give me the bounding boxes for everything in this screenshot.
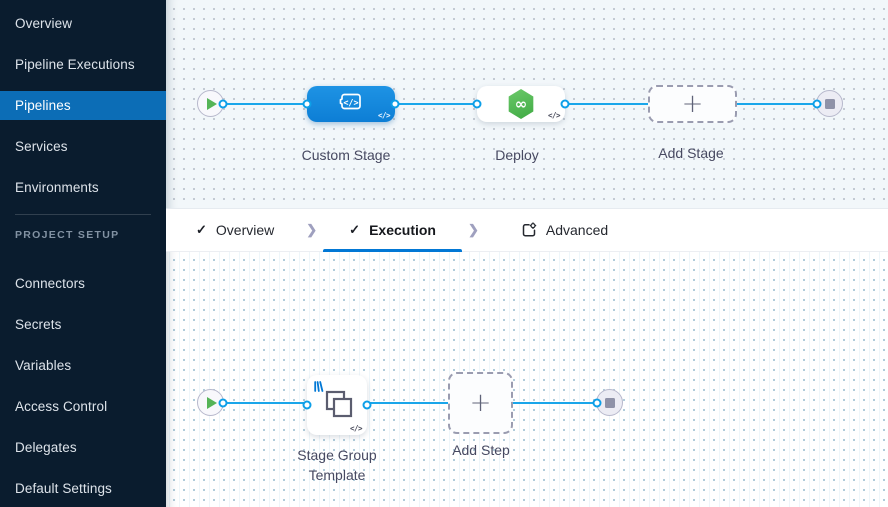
step-node-stage-group-template[interactable]: </>: [302, 375, 372, 435]
stop-icon: [824, 98, 835, 109]
cd-hexagon-icon: ∞: [508, 89, 534, 119]
sidebar: Overview Pipeline Executions Pipelines S…: [0, 0, 166, 507]
connector-port[interactable]: [302, 400, 312, 410]
tab-overview[interactable]: ✓ Overview: [170, 209, 300, 251]
sidebar-item-variables[interactable]: Variables: [15, 358, 72, 373]
stage-config-tabbar: ✓ Overview ❯ ✓ Execution ❯ Advanced: [166, 208, 888, 252]
sidebar-item-secrets[interactable]: Secrets: [15, 317, 62, 332]
sidebar-item-default-settings[interactable]: Default Settings: [15, 481, 112, 496]
sidebar-item-environments[interactable]: Environments: [15, 180, 99, 195]
connector-port[interactable]: [812, 99, 822, 108]
play-icon: [207, 97, 217, 110]
connector-port[interactable]: [592, 398, 602, 407]
sidebar-item-pipelines[interactable]: Pipelines: [0, 91, 166, 120]
play-icon: [207, 396, 217, 409]
plus-icon: +: [469, 388, 492, 418]
pipeline-start-node: [197, 90, 228, 117]
advanced-settings-icon: [521, 222, 537, 238]
sidebar-item-services[interactable]: Services: [15, 139, 68, 154]
connector-port[interactable]: [472, 99, 482, 109]
stage-label-add-stage[interactable]: Add Stage: [658, 145, 724, 161]
code-view-badge[interactable]: </>: [349, 424, 363, 433]
chevron-right-icon: ❯: [467, 222, 479, 237]
template-badge-icon: [313, 379, 326, 397]
connector-port[interactable]: [302, 99, 312, 109]
stage-node-custom-stage[interactable]: </> </>: [302, 86, 400, 122]
code-view-badge[interactable]: </>: [547, 111, 561, 120]
step-label-add-step[interactable]: Add Step: [452, 442, 510, 458]
stage-graph-canvas[interactable]: </> </> ∞ </> + Custom Stage Deploy: [166, 0, 888, 208]
execution-step-canvas[interactable]: </> + Stage Group Template Add Step: [166, 252, 888, 507]
add-stage-button[interactable]: +: [648, 85, 737, 123]
stage-group-icon: [319, 385, 355, 426]
stage-label-custom-stage[interactable]: Custom Stage: [301, 147, 391, 163]
step-connector-line: [211, 402, 610, 404]
sidebar-item-pipeline-executions[interactable]: Pipeline Executions: [15, 57, 135, 72]
step-label-stage-group-template[interactable]: Stage Group Template: [297, 447, 377, 483]
connector-port[interactable]: [362, 400, 372, 410]
tab-execution[interactable]: ✓ Execution: [323, 209, 462, 252]
pipeline-end-node: [812, 90, 843, 117]
tab-overview-label: Overview: [215, 222, 275, 238]
check-icon: ✓: [196, 222, 207, 237]
infinity-glyph: ∞: [514, 95, 528, 113]
check-icon: ✓: [349, 222, 361, 237]
tab-execution-label: Execution: [369, 222, 436, 238]
custom-stage-icon: </>: [338, 91, 364, 118]
execution-end-node: [592, 389, 623, 416]
stage-node-deploy[interactable]: ∞ </>: [472, 86, 570, 122]
project-setup-heading: PROJECT SETUP: [15, 229, 120, 241]
tab-advanced-label: Advanced: [545, 222, 609, 238]
sidebar-item-connectors[interactable]: Connectors: [15, 276, 86, 291]
connector-port[interactable]: [218, 398, 228, 407]
stage-label-deploy[interactable]: Deploy: [495, 147, 539, 163]
add-step-button[interactable]: +: [448, 372, 513, 434]
sidebar-item-access-control[interactable]: Access Control: [15, 399, 108, 414]
chevron-right-icon: ❯: [306, 222, 318, 237]
execution-start-node: [197, 389, 228, 416]
plus-icon: +: [681, 89, 704, 119]
connector-port[interactable]: [218, 99, 228, 108]
connector-port[interactable]: [560, 99, 570, 109]
code-view-badge[interactable]: </>: [377, 111, 391, 120]
svg-text:</>: </>: [343, 98, 358, 108]
connector-port[interactable]: [390, 99, 400, 109]
tab-advanced[interactable]: Advanced: [485, 209, 634, 251]
stop-icon: [604, 397, 615, 408]
sidebar-item-overview[interactable]: Overview: [15, 16, 73, 31]
sidebar-item-delegates[interactable]: Delegates: [15, 440, 77, 455]
sidebar-divider: [15, 214, 151, 215]
pipeline-studio-main: </> </> ∞ </> + Custom Stage Deploy: [166, 0, 888, 507]
